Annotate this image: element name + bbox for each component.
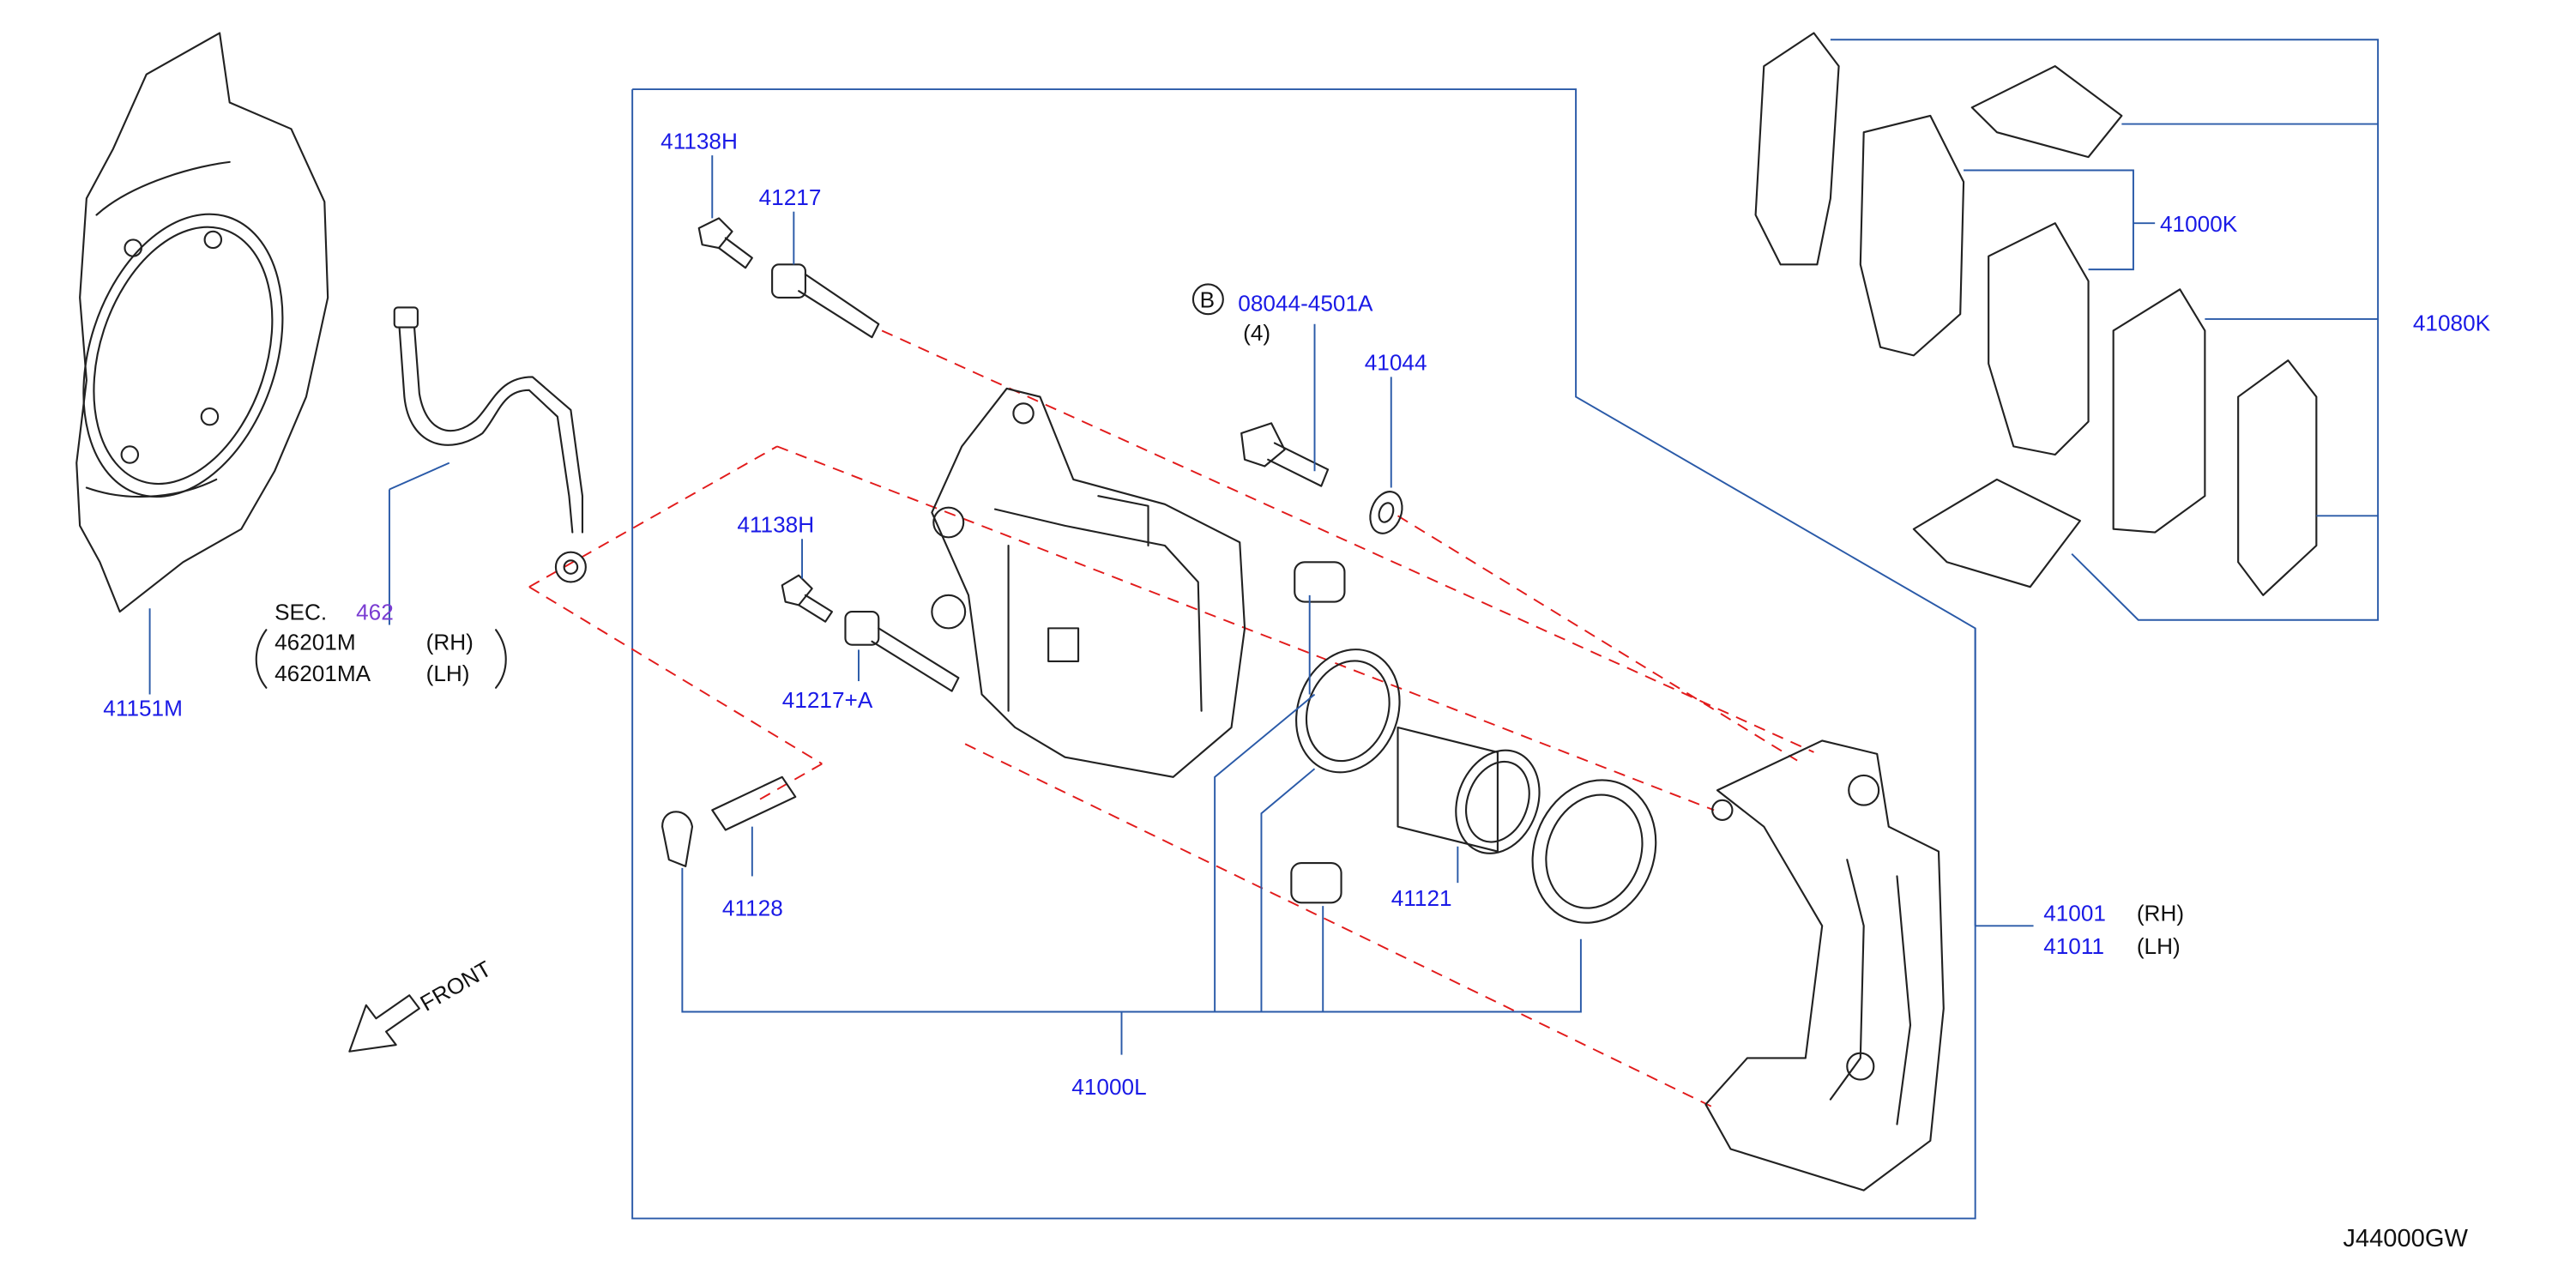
kit-41000l-leaders — [681, 594, 1582, 1055]
bleeder-41128-drawing — [661, 775, 797, 867]
right-bracket — [495, 629, 507, 689]
label-46201m-rh: (RH) — [426, 630, 474, 655]
assembly-dashed-lines — [528, 329, 1814, 1109]
brake-hose-drawing — [393, 306, 587, 583]
label-41001: 41001 — [2043, 901, 2106, 926]
caliper-bracket-drawing — [1704, 739, 1945, 1192]
label-41080k: 41080K — [2413, 311, 2491, 336]
bolt-08044-drawing — [1240, 422, 1330, 487]
caliper-assembly-frame — [631, 88, 1976, 1220]
diagram-id: J44000GW — [2343, 1225, 2468, 1252]
label-sec: SEC. — [274, 600, 327, 625]
label-41000l: 41000L — [1071, 1074, 1146, 1100]
guide-pin-41217-drawing — [771, 263, 880, 339]
pad-kit-frame — [1830, 39, 2380, 621]
label-41044: 41044 — [1365, 350, 1427, 376]
seal-and-piston-drawing — [1295, 649, 1657, 924]
front-label: FRONT — [416, 956, 496, 1017]
left-bracket — [255, 629, 268, 689]
label-41011: 41011 — [2043, 933, 2104, 959]
pad-kit-drawing — [1754, 32, 2318, 596]
label-46201m: 46201M — [274, 630, 356, 655]
label-qty-4: (4) — [1243, 320, 1270, 346]
label-41138h-top: 41138H — [661, 129, 738, 154]
label-41011-lh: (LH) — [2137, 933, 2181, 959]
bolt-41138h-mid-drawing — [781, 574, 834, 623]
label-41138h-mid: 41138H — [737, 512, 814, 538]
label-41128: 41128 — [722, 896, 783, 921]
label-41151m: 41151M — [103, 696, 183, 721]
label-41000k: 41000K — [2160, 211, 2238, 237]
pad-kit-leaders — [1964, 123, 2379, 517]
label-41217: 41217 — [759, 184, 822, 210]
label-46201ma-lh: (LH) — [426, 661, 470, 686]
dust-shield-drawing — [75, 32, 329, 613]
label-08044-4501a: 08044-4501A — [1238, 290, 1373, 316]
label-41001-rh: (RH) — [2137, 901, 2184, 926]
label-41217a: 41217+A — [782, 687, 873, 713]
label-46201ma: 46201MA — [274, 661, 371, 686]
caliper-body-drawing — [931, 387, 1246, 778]
b-badge-letter: B — [1200, 287, 1215, 313]
washer-41044-drawing — [1369, 491, 1403, 534]
label-sec-462: 462 — [356, 600, 394, 625]
label-41121: 41121 — [1391, 885, 1452, 911]
boots-drawing — [1290, 561, 1346, 904]
bolt-41138h-top-drawing — [697, 217, 753, 269]
guide-pin-41217a-drawing — [844, 611, 960, 692]
front-arrow-icon — [348, 994, 420, 1053]
b-badge-circle — [1191, 283, 1224, 316]
